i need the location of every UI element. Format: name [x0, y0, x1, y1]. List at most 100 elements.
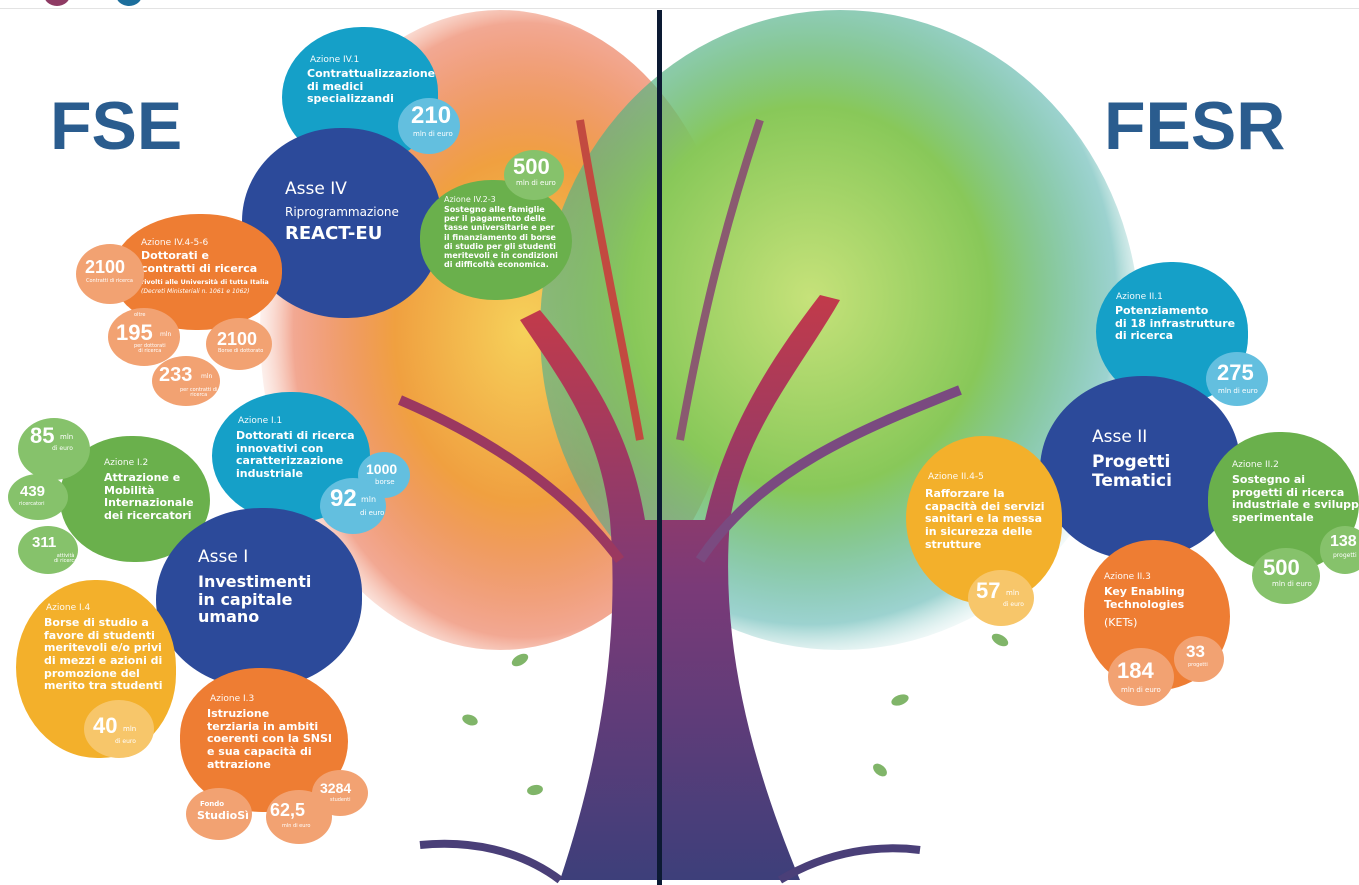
- b85-bubble: [18, 418, 90, 480]
- asse-ii-title: Progetti Tematici: [1092, 452, 1172, 491]
- b233-value: 233: [159, 364, 193, 386]
- azione-i1-label: Azione I.1: [238, 416, 283, 426]
- b2100a-unit: Contratti di ricerca: [86, 278, 133, 284]
- azione-iv456-sub: rivolti alle Università di tutta Italia: [141, 278, 269, 286]
- b195-pre: oltre: [134, 312, 146, 318]
- azione-iv1-title: Contrattualizzazione di medici specializ…: [307, 67, 436, 106]
- asse-ii-label: Asse II: [1092, 427, 1148, 447]
- b233-unit: per contratti di ricerca: [180, 387, 218, 399]
- b33-value: 33: [1186, 642, 1205, 661]
- b439-value: 439: [20, 483, 46, 500]
- asse-ii-bubble: [1040, 376, 1240, 560]
- b85-unit: di euro: [52, 445, 73, 452]
- b625-bubble: [266, 790, 332, 844]
- b625-unit: mln di euro: [282, 823, 311, 829]
- top-rule: [0, 8, 1359, 9]
- b233-suffix: mln: [201, 373, 213, 380]
- b439-unit: ricercatori: [19, 501, 45, 507]
- ii45-value: 57: [976, 578, 1001, 603]
- b2100b-value: 2100: [217, 329, 258, 349]
- b195-bubble: [108, 308, 180, 366]
- azione-ii2-label: Azione II.2: [1232, 460, 1279, 470]
- azione-i2-label: Azione I.2: [104, 458, 149, 468]
- b195-value: 195: [116, 320, 153, 345]
- azione-i1-title: Dottorati di ricerca innovativi con cara…: [236, 429, 355, 480]
- b1000-unit: borse: [375, 478, 395, 486]
- b33-bubble: [1174, 636, 1224, 682]
- b3284-value: 3284: [320, 780, 352, 796]
- azione-i4-label: Azione I.4: [46, 603, 91, 613]
- b40-suffix: mln: [123, 725, 137, 733]
- azione-ii45-label: Azione II.4-5: [928, 472, 984, 482]
- asse-iv-label: Asse IV: [285, 179, 347, 199]
- b184-bubble: [1108, 648, 1174, 706]
- b439-bubble: [8, 474, 68, 520]
- azione-iv23-bubble: [420, 180, 572, 300]
- ii45-unit: di euro: [1003, 601, 1024, 608]
- asse-iv-sub: Riprogrammazione: [285, 205, 399, 219]
- b2100a-value: 2100: [85, 257, 126, 277]
- azione-iv23-title: Sostegno alle famiglie per il pagamento …: [444, 205, 558, 270]
- b138-value: 138: [1330, 533, 1357, 550]
- b138-bubble: [1320, 526, 1359, 574]
- b40-unit: di euro: [115, 738, 136, 745]
- azione-ii3-sub: (KETs): [1104, 616, 1138, 629]
- b184-unit: mln di euro: [1121, 686, 1161, 694]
- iv1-value-bubble: [398, 98, 460, 154]
- asse-i-title: Investimenti in capitale umano: [198, 572, 312, 627]
- b1000-number: 1000: [366, 461, 398, 477]
- iv23-unit: mln di euro: [516, 179, 556, 187]
- center-divider: [657, 10, 662, 885]
- azione-iv1-label: Azione IV.1: [310, 55, 360, 65]
- ii45-suffix: mln: [1006, 589, 1020, 597]
- bfondo-bubble: [186, 788, 252, 840]
- iv1-unit: mln di euro: [413, 130, 453, 138]
- b92-value: 92: [330, 485, 357, 512]
- ii45-value-bubble: [968, 570, 1034, 626]
- b2100b-bubble: [206, 318, 272, 370]
- asse-i-bubble: [156, 508, 362, 688]
- azione-ii1-title: Potenziamento di 18 infrastrutture di ri…: [1115, 304, 1236, 343]
- ii2-value-bubble: [1252, 548, 1320, 604]
- b85-suffix: mln: [60, 433, 74, 441]
- azione-i4-title: Borse di studio a favore di studenti mer…: [44, 616, 163, 693]
- ii1-value-bubble: [1206, 352, 1268, 406]
- b92-bubble: [320, 478, 386, 534]
- azione-i3-title: Istruzione terziaria in ambiti coerenti …: [207, 707, 333, 771]
- fse-header: FSE: [50, 88, 183, 164]
- bfondo-pre: Fondo: [200, 800, 225, 808]
- b311-unit: attività di ricerca: [54, 553, 78, 565]
- logo-mark-left: [44, 0, 70, 6]
- iv23-value-bubble: [504, 150, 564, 200]
- b195-unit: per dottorati di ricerca: [134, 343, 166, 355]
- b184-value: 184: [1117, 658, 1154, 683]
- b2100b-unit: Borse di dottorato: [218, 348, 264, 354]
- b625-value: 62,5: [270, 800, 306, 820]
- b233-bubble: [152, 356, 220, 406]
- azione-iv456-label: Azione IV.4-5-6: [141, 238, 209, 248]
- bfondo-title: StudioSì: [197, 809, 249, 822]
- b2100a-bubble: [76, 244, 144, 304]
- fesr-header: FESR: [1104, 88, 1286, 164]
- azione-i2-title: Attrazione e Mobilità Internazionale dei…: [104, 471, 194, 522]
- b85-value: 85: [30, 423, 55, 448]
- ii2-value: 500: [1263, 555, 1300, 580]
- b40-bubble: [84, 700, 154, 758]
- asse-i-label: Asse I: [198, 547, 249, 567]
- azione-ii2-title: Sostegno ai progetti di ricerca industri…: [1232, 473, 1359, 524]
- azione-ii3-title: Key Enabling Technologies: [1104, 585, 1185, 611]
- azione-iv456-title: Dottorati e contratti di ricerca: [141, 249, 258, 275]
- iv1-value: 210: [411, 102, 452, 129]
- b311-value: 311: [32, 534, 57, 551]
- ii1-unit: mln di euro: [1218, 387, 1258, 395]
- azione-iv456-note: (Decreti Ministeriali n. 1061 e 1062): [141, 288, 250, 295]
- b92-unit: di euro: [360, 509, 385, 517]
- iv23-value: 500: [513, 154, 550, 179]
- logo-mark-right: [116, 0, 142, 6]
- azione-i3-label: Azione I.3: [210, 694, 255, 704]
- ii2-unit: mln di euro: [1272, 580, 1312, 588]
- b311-bubble: [18, 526, 78, 574]
- azione-ii1-label: Azione II.1: [1116, 292, 1163, 302]
- b40-value: 40: [93, 713, 118, 738]
